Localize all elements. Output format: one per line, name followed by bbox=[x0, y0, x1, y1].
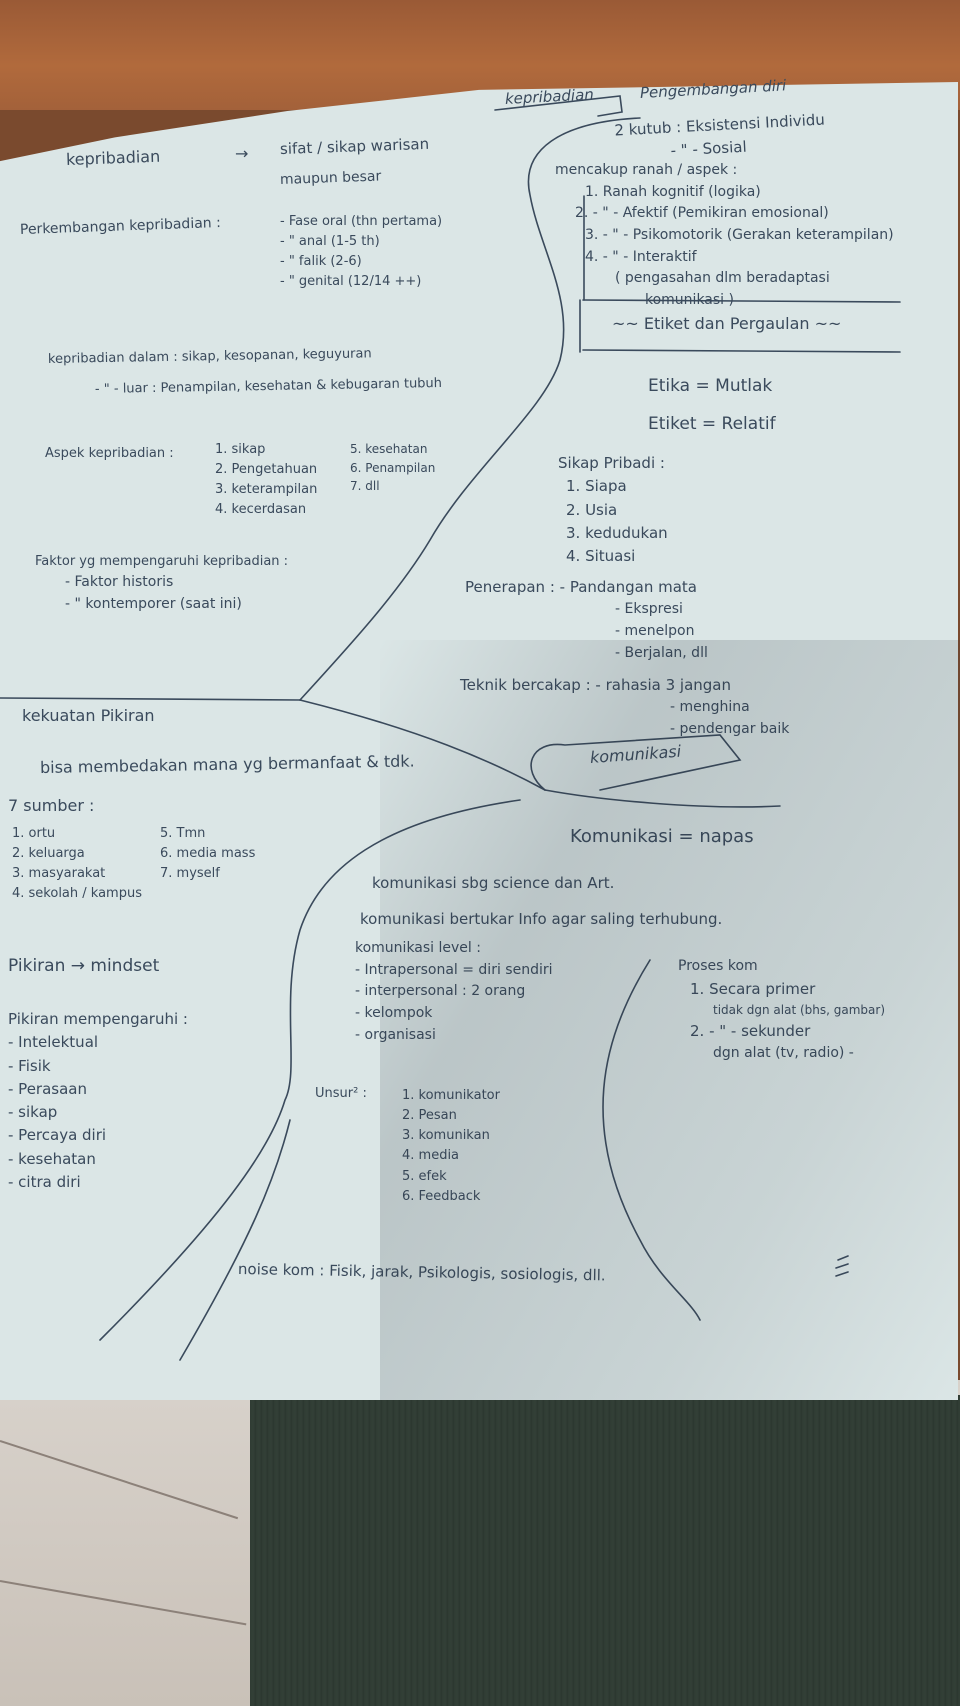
sikap-item: 2. Usia bbox=[566, 500, 618, 519]
sumber-item: 1. ortu bbox=[12, 826, 56, 841]
aspek-item: 6. Penampilan bbox=[350, 460, 436, 475]
level-item: - kelompok bbox=[355, 1005, 433, 1022]
aspek-item: 1. sikap bbox=[215, 442, 266, 457]
sumber-item: 7. myself bbox=[160, 866, 220, 882]
etika-line: Etika = Mutlak bbox=[648, 376, 773, 396]
sumber-col2: 5. Tmn 6. media mass 7. myself bbox=[160, 824, 255, 884]
kepribadian-term: kepribadian bbox=[65, 146, 161, 169]
penerapan-block: Penerapan : - Pandangan mata - Ekspresi … bbox=[465, 576, 708, 664]
pikiran-item: - Fisik bbox=[8, 1056, 51, 1075]
mencakup-block: mencakup ranah / aspek : 1. Ranah kognit… bbox=[555, 160, 894, 312]
proses-item: tidak dgn alat (bhs, gambar) bbox=[713, 1002, 886, 1017]
arrow-icon: → bbox=[235, 144, 249, 163]
sikap-item: 1. Siapa bbox=[566, 477, 627, 496]
komunikasi-napas: Komunikasi = napas bbox=[570, 826, 754, 847]
tile-grout-line bbox=[0, 1580, 247, 1626]
komunikasi-science: komunikasi sbg science dan Art. bbox=[372, 874, 615, 892]
pikiran-item: - sikap bbox=[8, 1103, 58, 1121]
unsur-item: 6. Feedback bbox=[402, 1188, 481, 1204]
unsur-item: 3. komunikan bbox=[402, 1128, 490, 1144]
faktor-title: Faktor yg mempengaruhi kepribadian : bbox=[35, 554, 289, 569]
komunikasi-bertukar: komunikasi bertukar Info agar saling ter… bbox=[360, 910, 723, 928]
unsur-item: 4. media bbox=[402, 1148, 460, 1164]
penerapan-item: - Berjalan, dll bbox=[615, 644, 708, 661]
fase-item: - " falik (2-6) bbox=[280, 254, 362, 270]
pikiran-item: - kesehatan bbox=[8, 1149, 96, 1168]
faktor-item: - Faktor historis bbox=[65, 574, 174, 591]
tile-grout-line bbox=[0, 1440, 239, 1520]
penerapan-title: Penerapan : - Pandangan mata bbox=[465, 578, 697, 596]
unsur-item: 2. Pesan bbox=[402, 1108, 457, 1124]
pikiran-item: - Percaya diri bbox=[8, 1126, 107, 1145]
sumber-item: 6. media mass bbox=[160, 846, 256, 862]
proses-title: Proses kom bbox=[678, 958, 758, 974]
teknik-item: - menghina bbox=[670, 699, 750, 716]
sikap-item: 4. Situasi bbox=[566, 547, 636, 565]
mencakup-title: mencakup ranah / aspek : bbox=[555, 162, 738, 178]
level-block: komunikasi level : - Intrapersonal = dir… bbox=[355, 938, 553, 1046]
sikap-pribadi: Sikap Pribadi : 1. Siapa 2. Usia 3. kedu… bbox=[558, 452, 668, 568]
aspek-item: 3. keterampilan bbox=[215, 482, 318, 498]
teknik-item: - pendengar baik bbox=[670, 720, 790, 737]
teknik-title: Teknik bercakap : - rahasia 3 jangan bbox=[460, 676, 731, 694]
aspek-item: 2. Pengetahuan bbox=[215, 462, 318, 478]
aspek-item: 4. kecerdasan bbox=[215, 502, 307, 518]
fase-item: - " genital (12/14 ++) bbox=[280, 274, 422, 290]
sumber-item: 3. masyarakat bbox=[12, 866, 106, 882]
etiket-header: ~~ Etiket dan Pergaulan ~~ bbox=[612, 314, 842, 333]
pikiran-item: - Perasaan bbox=[8, 1079, 87, 1098]
fase-item: - " anal (1-5 th) bbox=[280, 234, 380, 250]
pikiran-item: - Intelektual bbox=[8, 1033, 99, 1052]
mencakup-item: 1. Ranah kognitif (logika) bbox=[585, 183, 761, 200]
mencakup-item: 2. - " - Afektif (Pemikiran emosional) bbox=[575, 205, 829, 222]
aspek-col2: 5. kesehatan 6. Penampilan 7. dll bbox=[350, 440, 435, 496]
faktor-block: Faktor yg mempengaruhi kepribadian : - F… bbox=[35, 552, 288, 616]
sumber-item: 2. keluarga bbox=[12, 846, 85, 862]
level-item: - organisasi bbox=[355, 1026, 436, 1043]
proses-block: Proses kom 1. Secara primer tidak dgn al… bbox=[678, 956, 885, 1064]
kekuatan-pikiran: kekuatan Pikiran bbox=[22, 706, 155, 725]
aspek-item: 7. dll bbox=[350, 479, 380, 494]
penerapan-item: - menelpon bbox=[615, 622, 695, 639]
unsur-title: Unsur² : bbox=[315, 1086, 367, 1101]
proses-item: dgn alat (tv, radio) - bbox=[713, 1044, 854, 1061]
fase-item: - Fase oral (thn pertama) bbox=[280, 214, 443, 229]
faktor-item: - " kontemporer (saat ini) bbox=[65, 595, 242, 612]
pikiran-mindset: Pikiran → mindset bbox=[8, 956, 160, 976]
sikap-pribadi-title: Sikap Pribadi : bbox=[558, 454, 665, 472]
mencakup-item: ( pengasahan dlm beradaptasi bbox=[615, 270, 830, 287]
dark-cloth bbox=[250, 1395, 960, 1706]
unsur-item: 1. komunikator bbox=[402, 1088, 500, 1103]
pikiran-item: - citra diri bbox=[8, 1172, 81, 1191]
mencakup-item: komunikasi ) bbox=[645, 292, 734, 309]
unsur-item: 5. efek bbox=[402, 1168, 447, 1184]
unsur-list: 1. komunikator 2. Pesan 3. komunikan 4. … bbox=[402, 1086, 500, 1207]
sumber-title: 7 sumber : bbox=[8, 796, 95, 815]
mencakup-item: 4. - " - Interaktif bbox=[585, 248, 697, 265]
pikiran-block: Pikiran mempengaruhi : - Intelektual - F… bbox=[8, 1008, 188, 1194]
pikiran-title: Pikiran mempengaruhi : bbox=[8, 1010, 188, 1028]
teknik-block: Teknik bercakap : - rahasia 3 jangan - m… bbox=[460, 674, 789, 741]
level-item: - Intrapersonal = diri sendiri bbox=[355, 961, 553, 978]
aspek-item: 5. kesehatan bbox=[350, 442, 428, 456]
proses-item: 2. - " - sekunder bbox=[690, 1021, 811, 1040]
etiket-line: Etiket = Relatif bbox=[648, 414, 776, 434]
sumber-item: 5. Tmn bbox=[160, 826, 206, 841]
sumber-col1: 1. ortu 2. keluarga 3. masyarakat 4. sek… bbox=[12, 824, 142, 905]
aspek-title: Aspek kepribadian : bbox=[45, 446, 174, 461]
sumber-item: 4. sekolah / kampus bbox=[12, 886, 142, 902]
perkembangan-list: - Fase oral (thn pertama) - " anal (1-5 … bbox=[280, 212, 442, 293]
aspek-col1: 1. sikap 2. Pengetahuan 3. keterampilan … bbox=[215, 440, 317, 521]
penerapan-item: - Ekspresi bbox=[615, 601, 683, 618]
level-item: - interpersonal : 2 orang bbox=[355, 983, 526, 1000]
sikap-item: 3. kedudukan bbox=[566, 523, 668, 542]
level-title: komunikasi level : bbox=[355, 940, 481, 956]
mencakup-item: 3. - " - Psikomotorik (Gerakan keterampi… bbox=[585, 227, 894, 244]
proses-item: 1. Secara primer bbox=[690, 979, 816, 998]
